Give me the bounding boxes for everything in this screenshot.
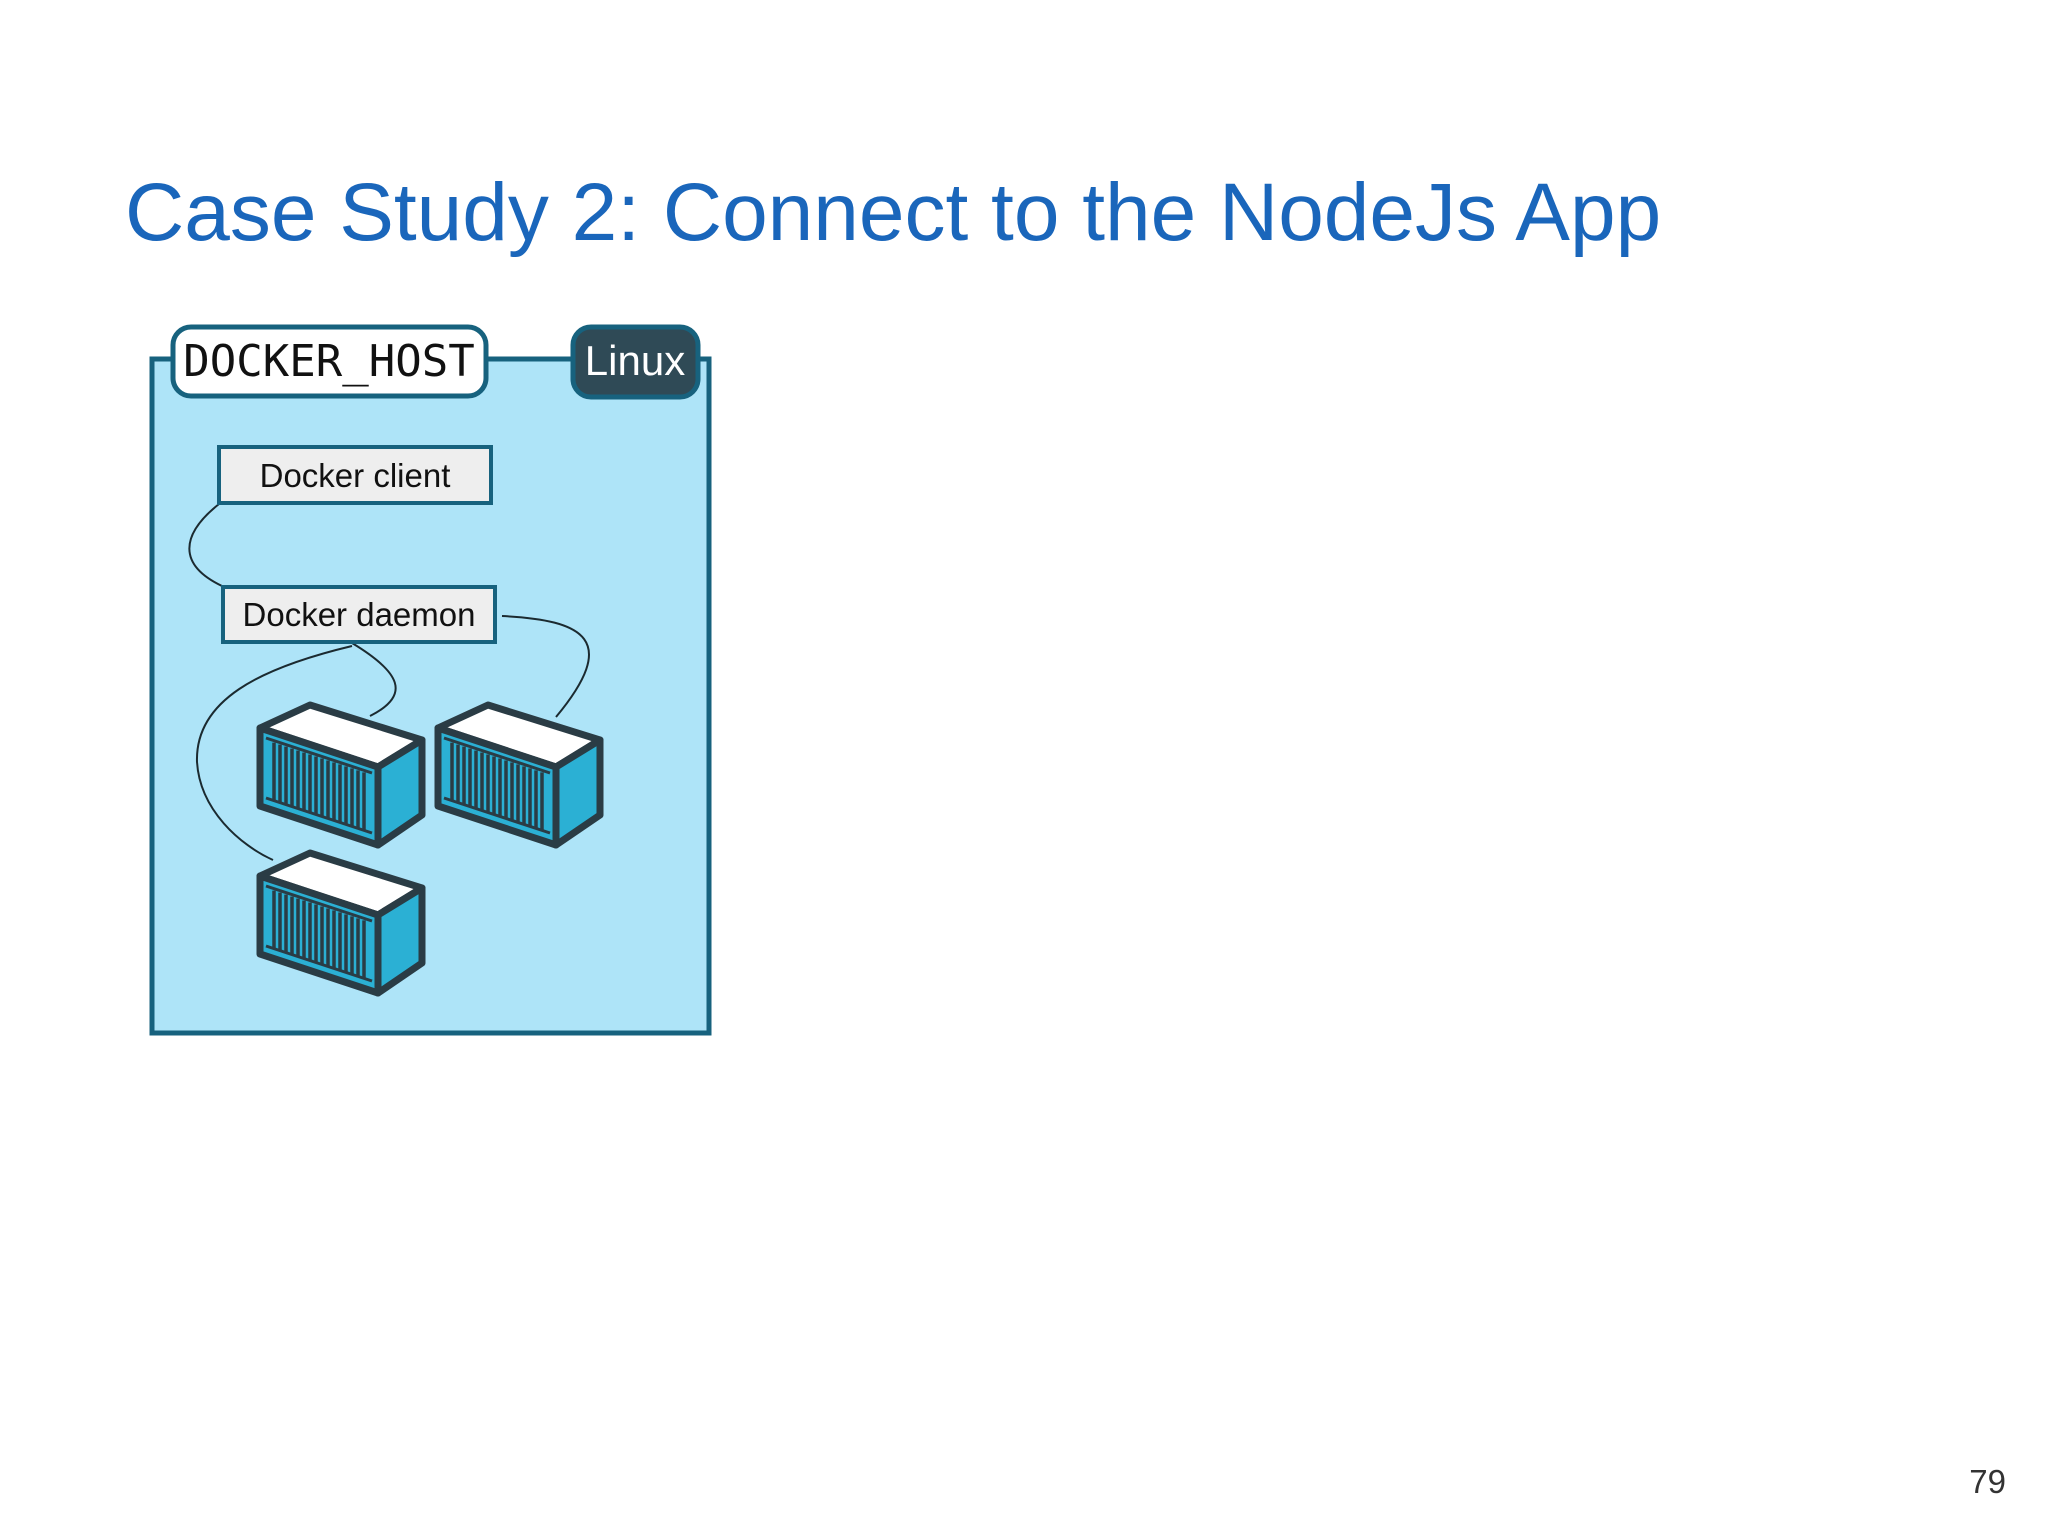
linux-badge: Linux	[570, 324, 701, 400]
daemon-container-top-line	[351, 642, 397, 717]
daemon-container-right-line	[501, 615, 590, 718]
docker-daemon-label: Docker daemon	[243, 596, 476, 633]
docker-host-label-text: DOCKER_HOST	[183, 336, 474, 387]
docker-host-label: DOCKER_HOST	[170, 324, 489, 399]
connection-lines	[188, 503, 590, 861]
linux-badge-text: Linux	[585, 337, 685, 384]
containers-group	[256, 701, 604, 997]
client-daemon-line	[188, 503, 223, 587]
container-icon	[256, 701, 426, 849]
page-number: 79	[1969, 1463, 2006, 1500]
container-icon	[434, 701, 604, 849]
docker-client-label: Docker client	[260, 457, 451, 494]
daemon-container-bottom-line	[195, 645, 353, 861]
docker-daemon-box: Docker daemon	[221, 585, 497, 644]
docker-client-box: Docker client	[217, 445, 493, 505]
slide-title: Case Study 2: Connect to the NodeJs App	[125, 167, 1662, 258]
container-icon	[256, 849, 426, 997]
